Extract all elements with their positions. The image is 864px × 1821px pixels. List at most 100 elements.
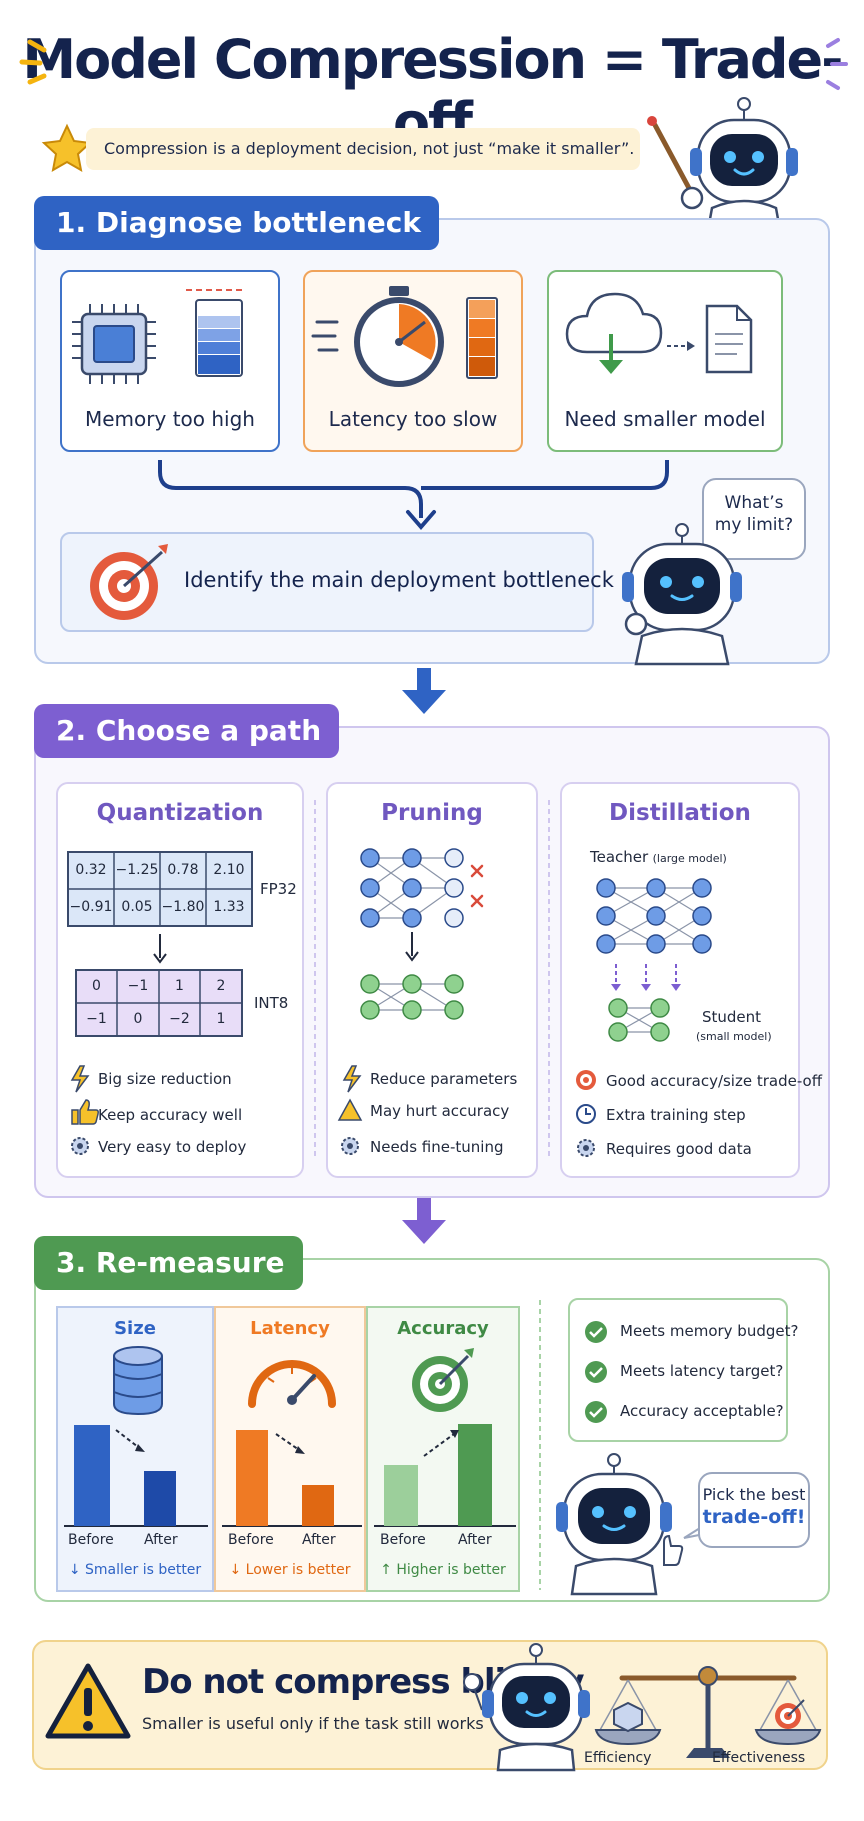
int8-cell: 0 [92,978,101,994]
int8-cell: 2 [216,978,226,994]
fp32-cell: 0.32 [75,862,107,878]
efficiency-label: Efficiency [584,1750,652,1766]
stopwatch-icon [311,286,498,387]
effectiveness-target-icon [775,1699,805,1729]
down-arrow-blue [402,668,446,714]
merge-arrow [158,460,669,531]
chip-memory-icon [72,289,243,384]
check-item: Accuracy acceptable? [620,1402,784,1420]
teacher-student-network-icon [576,878,712,1157]
limit-bubble-line1: What’s [724,493,784,513]
robot-thinking-icon [622,523,742,666]
gear-icon [71,1137,89,1155]
card-memory-label: Memory too high [85,407,255,431]
bar-latency-before [236,1430,268,1526]
card-smaller-model: Need smaller model [547,270,783,452]
check-circle-icon [585,1401,607,1423]
check-circle-icon [585,1361,607,1383]
bar-accuracy-after [458,1424,492,1526]
size-after-label: After [144,1532,178,1548]
quantization-title: Quantization [96,800,264,826]
gear-icon [341,1137,359,1155]
card-quantization: Quantization 0.32 −1.25 0.78 2.10 −0.91 … [56,782,304,1178]
latency-chart [222,1430,362,1527]
size-before-label: Before [68,1532,114,1548]
distillation-title: Distillation [609,800,751,826]
card-pruning: Pruning Reduce paramete [326,782,538,1178]
card-distillation: Distillation Teacher (large model) Stude [560,782,822,1178]
lightning-icon [342,1065,362,1093]
thumbs-up-icon [71,1099,99,1125]
warning-icon [337,1098,363,1121]
cloud-download-icon [565,292,753,374]
section-remeasure-heading: 3. Re-measure [34,1236,303,1290]
trade-off-bubble-line1: Pick the best [702,1485,806,1504]
fp32-cell: 2.10 [213,862,245,878]
effectiveness-label: Effectiveness [712,1750,806,1766]
quantization-feature: Keep accuracy well [98,1106,243,1124]
quantization-feature: Very easy to deploy [98,1138,247,1156]
goal-box: Identify the main deployment bottleneck [60,532,614,632]
metric-accuracy-title: Accuracy [397,1318,489,1339]
fp32-cell: 0.78 [167,862,199,878]
card-smaller-model-label: Need smaller model [564,407,766,431]
card-latency: Latency too slow [303,270,523,452]
metric-latency-title: Latency [250,1318,330,1339]
int8-cell: 1 [175,978,184,994]
pruning-feature: May hurt accuracy [370,1102,510,1120]
distillation-feature: Extra training step [606,1106,746,1124]
bar-size-before [74,1425,110,1526]
fp32-cell: 0.05 [121,899,153,915]
target-icon [90,544,168,620]
latency-after-label: After [302,1532,336,1548]
footer-subtext: Smaller is useful only if the task still… [142,1714,484,1733]
latency-before-label: Before [228,1532,274,1548]
database-icon [113,1346,163,1416]
cube-icon [613,1701,643,1733]
metric-size-title: Size [114,1318,156,1339]
pruning-title: Pruning [381,800,483,826]
accuracy-after-label: After [458,1532,492,1548]
int8-cell: 0 [133,1011,143,1027]
bar-size-after [144,1471,176,1526]
limit-bubble-line2: my limit? [714,515,794,535]
target-small-icon [576,1070,596,1090]
int8-cell: −2 [169,1011,190,1027]
pruning-feature: Reduce parameters [370,1070,518,1088]
limit-bubble: What’s my limit? [702,478,806,560]
fp32-cell: −1.25 [115,862,159,878]
fp32-cell: 1.33 [213,899,245,915]
accuracy-chart [374,1424,516,1527]
checklist-divider [539,1300,541,1590]
student-note: (small model) [696,1030,772,1043]
star-icon [41,123,93,172]
trade-off-bubble: Pick the best trade-off! [698,1472,810,1548]
pruning-feature: Needs fine-tuning [370,1138,504,1156]
accuracy-before-label: Before [380,1532,426,1548]
bar-accuracy-before [384,1465,418,1526]
page-title: Model Compression = Trade-off [22,28,843,154]
path-dividers [314,800,550,1160]
section-choose-path-heading: 2. Choose a path [34,704,340,758]
gauge-icon [248,1360,336,1408]
int8-label: INT8 [254,994,289,1012]
card-memory: Memory too high [60,270,280,452]
distillation-feature: Requires good data [606,1140,752,1158]
size-chart [64,1425,208,1527]
down-arrow-purple [402,1198,446,1244]
bar-latency-after [302,1485,334,1526]
distillation-feature: Good accuracy/size trade-off [606,1072,823,1090]
clock-icon [576,1104,596,1124]
student-label: Student [702,1008,762,1026]
int8-cell: −1 [127,978,149,994]
section-diagnose-heading: 1. Diagnose bottleneck [34,196,439,250]
metric-latency: Latency Before After ↓ Lower is better [214,1306,366,1592]
int8-cell: −1 [86,1011,107,1027]
check-circle-icon [585,1321,607,1343]
accuracy-note: ↑ Higher is better [380,1562,506,1578]
subtitle-banner: Compression is a deployment decision, no… [86,128,640,170]
latency-note: ↓ Lower is better [229,1562,351,1578]
quantization-diagram [67,851,253,1155]
